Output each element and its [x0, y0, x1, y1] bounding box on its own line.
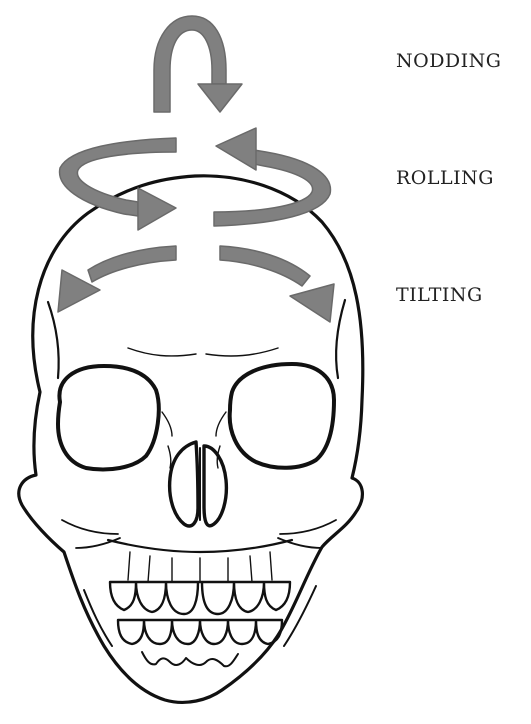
rolling-arrow-icon [60, 128, 331, 230]
label-rolling: ROLLING [396, 167, 494, 189]
skull-outline [19, 176, 363, 703]
maxilla-ridges [128, 552, 272, 582]
right-temple-line [336, 300, 345, 378]
mandible-roots [142, 652, 238, 666]
left-cheekbone [62, 520, 120, 548]
label-tilting: TILTING [396, 284, 483, 306]
left-eye-socket [58, 366, 159, 470]
tilting-arrow-icon [58, 246, 334, 322]
lower-teeth [118, 620, 282, 644]
right-eye-socket [230, 364, 334, 468]
nodding-arrow-icon [154, 16, 242, 112]
left-temple-line [48, 302, 59, 378]
nasal-cavity-left [170, 442, 198, 526]
skull-icon [19, 176, 363, 703]
nasal-cavity-right [204, 446, 226, 526]
maxilla [108, 540, 292, 552]
brow-lines [162, 412, 226, 468]
upper-teeth [110, 582, 290, 614]
cranium-crack [128, 348, 278, 356]
label-nodding: NODDING [396, 50, 501, 72]
right-cheekbone [278, 520, 336, 548]
